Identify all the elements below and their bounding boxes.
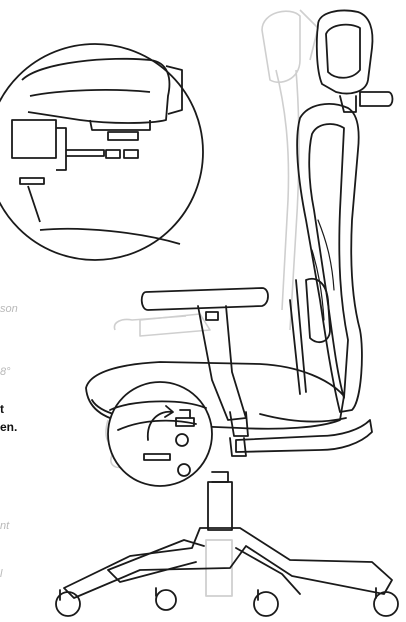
star-base <box>63 527 393 599</box>
backrest <box>296 103 363 413</box>
caster <box>155 589 177 611</box>
mechanism-detail-zoom <box>0 43 204 261</box>
recline-lever-icon <box>143 453 171 461</box>
caster <box>373 591 399 617</box>
caster <box>253 591 279 617</box>
caster <box>55 591 81 617</box>
text-fragment-4: en. <box>0 420 18 434</box>
reclined-chair-ghost <box>105 9 319 469</box>
text-fragment-6: l <box>0 568 3 580</box>
rotate-arrow-icon <box>147 410 173 441</box>
armrest-pad <box>140 287 269 311</box>
gas-lift <box>207 481 233 531</box>
text-fragment-3: t <box>0 402 4 416</box>
chair <box>55 9 399 617</box>
text-fragment-1: son <box>0 303 18 315</box>
recline-lever-detail <box>107 381 213 487</box>
headrest <box>315 9 374 95</box>
text-fragment-2: 8° <box>0 366 11 378</box>
headrest-handle <box>359 91 394 107</box>
text-fragment-5: nt <box>0 520 10 532</box>
lumbar-support <box>305 278 331 344</box>
